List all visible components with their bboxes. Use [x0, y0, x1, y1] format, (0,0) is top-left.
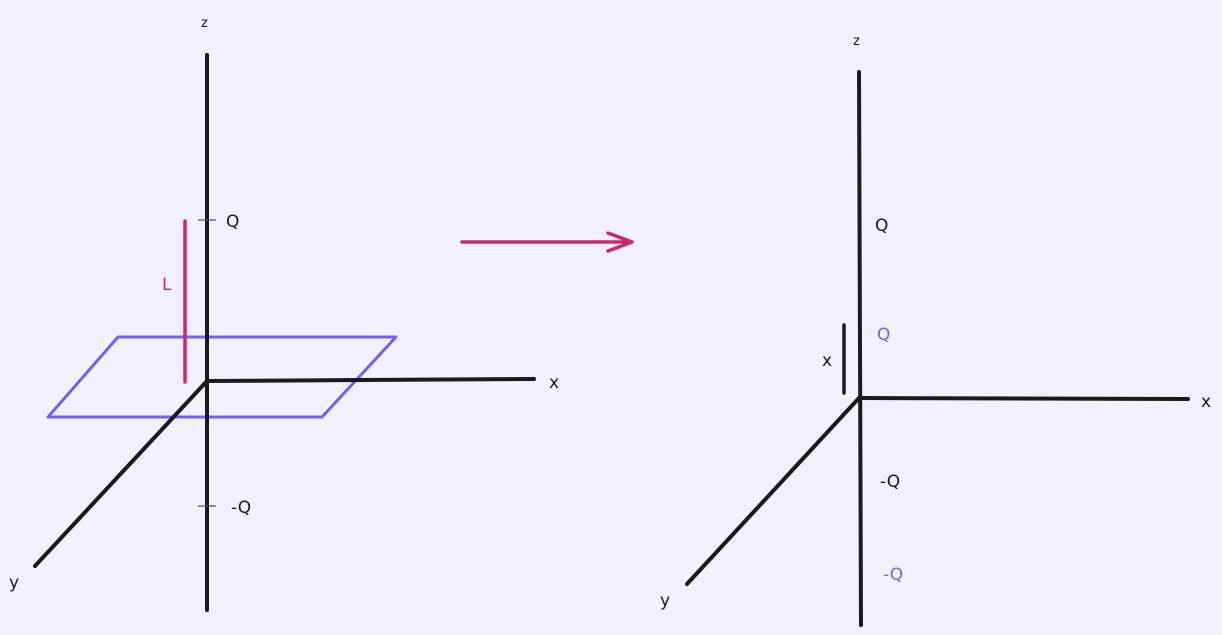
- right-figure: z x y Q Q -Q -Q x: [660, 34, 1211, 627]
- transform-arrow: [460, 231, 634, 253]
- left-charge-top-label: Q: [226, 212, 239, 232]
- right-charge-top-label: Q: [875, 216, 888, 236]
- right-y-label: y: [660, 591, 670, 611]
- right-charge-bottom-label: -Q: [880, 472, 900, 492]
- left-length-label: L: [162, 275, 172, 295]
- right-z-label: z: [853, 34, 860, 49]
- right-y-axis: [685, 396, 861, 586]
- left-x-axis: [205, 377, 536, 383]
- arrow-head: [606, 231, 634, 253]
- left-figure: z x y Q -Q L: [9, 16, 559, 612]
- left-z-label: z: [201, 16, 208, 31]
- right-charge-image-bottom-label: -Q: [883, 565, 903, 585]
- right-distance-label: x: [822, 351, 832, 371]
- right-x-label: x: [1201, 392, 1211, 412]
- left-x-label: x: [549, 373, 559, 393]
- right-charge-image-top-label: Q: [877, 325, 890, 345]
- left-y-label: y: [9, 573, 19, 593]
- left-plane: [46, 335, 398, 419]
- left-charge-bottom-label: -Q: [231, 498, 251, 518]
- left-y-axis: [33, 379, 209, 568]
- right-x-axis: [857, 396, 1190, 401]
- right-z-axis: [857, 70, 863, 627]
